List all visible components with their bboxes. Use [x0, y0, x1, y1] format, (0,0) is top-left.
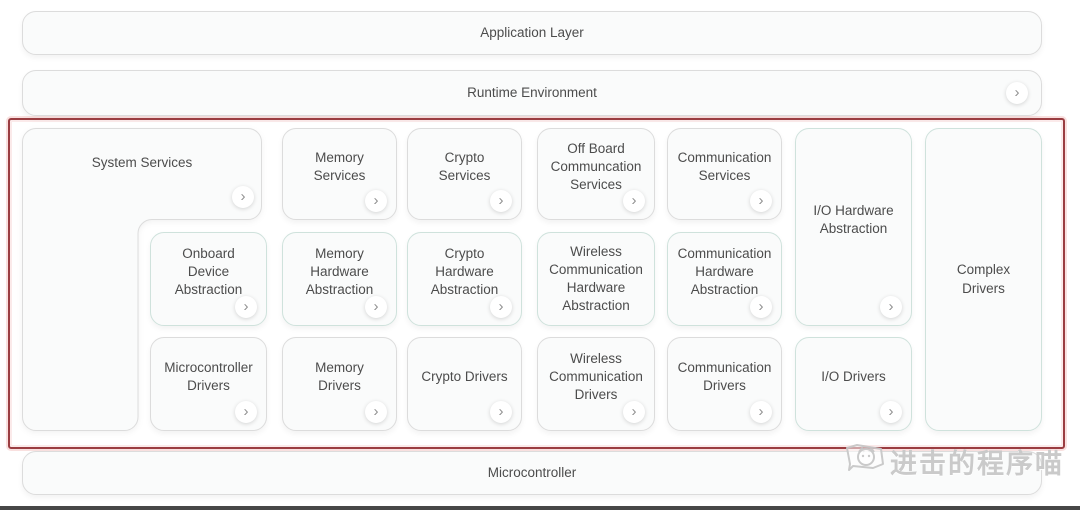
card-label: Communication Drivers: [677, 359, 772, 393]
card-label: I/O Drivers: [821, 368, 886, 384]
card-crypto-services[interactable]: Crypto Services ›: [407, 128, 522, 220]
card-label: Microcontroller Drivers: [164, 359, 253, 393]
microcontroller-label: Microcontroller: [487, 464, 577, 480]
card-label: Crypto Services: [438, 149, 491, 183]
chevron-right-icon[interactable]: ›: [232, 186, 254, 208]
card-label: Memory Hardware Abstraction: [305, 245, 374, 298]
card-label: Memory Services: [313, 149, 366, 183]
card-label: Crypto Drivers: [421, 368, 508, 384]
card-complex-drivers[interactable]: Complex Drivers: [925, 128, 1042, 431]
bottom-edge-bar: [0, 506, 1080, 510]
card-label: Complex Drivers: [956, 262, 1011, 296]
runtime-environment-card[interactable]: Runtime Environment ›: [22, 70, 1042, 116]
chevron-right-icon[interactable]: ›: [365, 296, 387, 318]
application-layer-card[interactable]: Application Layer: [22, 11, 1042, 55]
card-memory-drivers[interactable]: Memory Drivers›: [282, 337, 397, 431]
chevron-right-icon[interactable]: ›: [623, 190, 645, 212]
card-communication-services[interactable]: Communication Services ›: [667, 128, 782, 220]
chevron-right-icon[interactable]: ›: [490, 190, 512, 212]
card-crypto-drivers[interactable]: Crypto Drivers ›: [407, 337, 522, 431]
card-label: Crypto Hardware Abstraction: [430, 245, 499, 298]
card-label: Wireless Communication Hardware Abstract…: [549, 243, 643, 314]
card-communication-hardware-abstraction[interactable]: Communication Hardware Abstraction›: [667, 232, 782, 326]
application-layer-label: Application Layer: [480, 24, 584, 40]
card-onboard-device-abstraction[interactable]: Onboard Device Abstraction›: [150, 232, 267, 326]
chevron-right-icon[interactable]: ›: [750, 296, 772, 318]
card-wireless-communication-drivers[interactable]: Wireless Communication Drivers›: [537, 337, 655, 431]
cat-logo-icon: [846, 443, 884, 471]
card-label: Wireless Communication Drivers: [549, 350, 643, 403]
chevron-right-icon[interactable]: ›: [623, 401, 645, 423]
chevron-right-icon[interactable]: ›: [750, 401, 772, 423]
card-label: Off Board Communcation Services: [550, 140, 642, 193]
chevron-right-icon[interactable]: ›: [1006, 82, 1028, 104]
watermark: 进击的程序喵: [843, 442, 1064, 481]
card-label: I/O Hardware Abstraction: [813, 202, 894, 236]
bsw-highlight-frame: [8, 118, 1065, 449]
chevron-right-icon[interactable]: ›: [490, 401, 512, 423]
chevron-right-icon[interactable]: ›: [490, 296, 512, 318]
card-microcontroller-drivers[interactable]: Microcontroller Drivers ›: [150, 337, 267, 431]
card-io-drivers[interactable]: I/O Drivers ›: [795, 337, 912, 431]
system-services-lshape: [22, 128, 262, 431]
card-label: Onboard Device Abstraction: [174, 245, 243, 298]
card-system-services[interactable]: System Services ›: [22, 128, 262, 431]
card-memory-services[interactable]: Memory Services ›: [282, 128, 397, 220]
card-wireless-communication-hardware-abstraction[interactable]: Wireless Communication Hardware Abstract…: [537, 232, 655, 326]
chevron-right-icon[interactable]: ›: [880, 296, 902, 318]
card-offboard-communcation-services[interactable]: Off Board Communcation Services›: [537, 128, 655, 220]
card-label: Memory Drivers: [315, 359, 364, 393]
watermark-text: 进击的程序喵: [890, 449, 1064, 479]
card-label: Communication Hardware Abstraction: [677, 245, 772, 298]
card-io-hardware-abstraction[interactable]: I/O Hardware Abstraction ›: [795, 128, 912, 326]
card-label: Communication Services: [677, 149, 772, 183]
chevron-right-icon[interactable]: ›: [750, 190, 772, 212]
chevron-right-icon[interactable]: ›: [365, 190, 387, 212]
chevron-right-icon[interactable]: ›: [365, 401, 387, 423]
card-label: System Services: [91, 155, 193, 170]
chevron-right-icon[interactable]: ›: [235, 401, 257, 423]
card-crypto-hardware-abstraction[interactable]: Crypto Hardware Abstraction›: [407, 232, 522, 326]
card-memory-hardware-abstraction[interactable]: Memory Hardware Abstraction›: [282, 232, 397, 326]
card-communication-drivers[interactable]: Communication Drivers ›: [667, 337, 782, 431]
chevron-right-icon[interactable]: ›: [880, 401, 902, 423]
chevron-right-icon[interactable]: ›: [235, 296, 257, 318]
runtime-environment-label: Runtime Environment: [467, 84, 597, 100]
